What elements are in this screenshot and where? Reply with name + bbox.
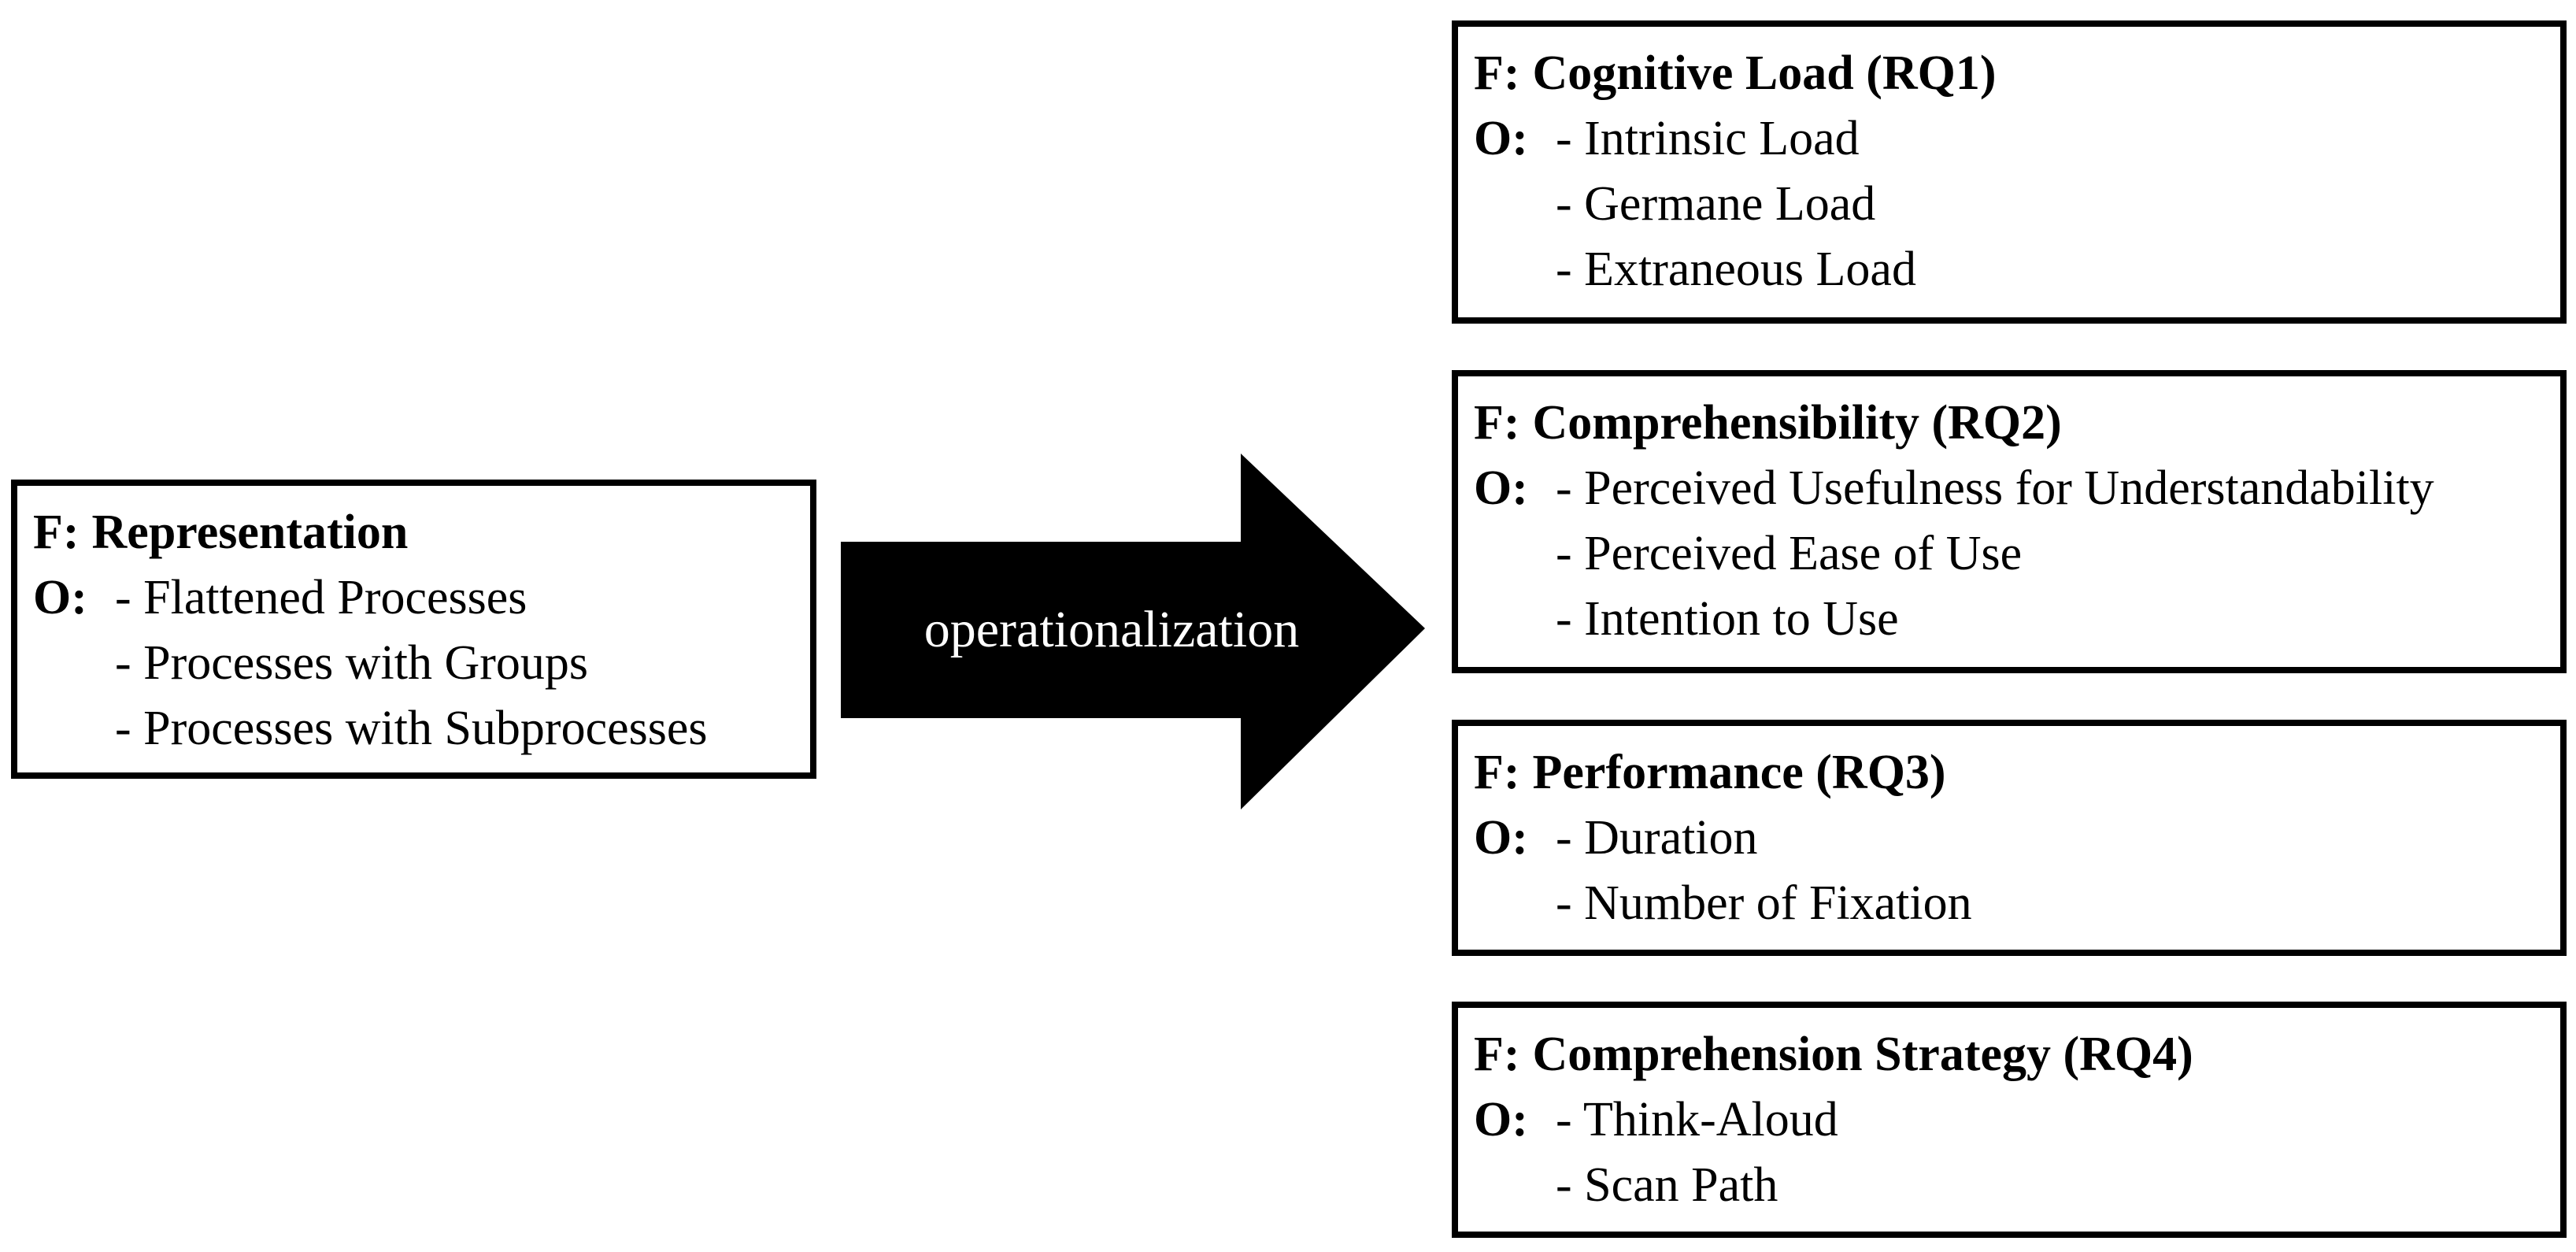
operationalization-prefix: O: (1474, 811, 1528, 865)
performance-content: F: Performance (RQ3) O: - Duration - Num… (1474, 740, 1972, 936)
operationalization-prefix: O: (33, 571, 87, 624)
representation-item-text: - Flattened Processes (115, 571, 527, 624)
cognitive-load-title: Cognitive Load (RQ1) (1532, 46, 1997, 100)
comprehensibility-title: Comprehensibility (RQ2) (1532, 396, 2062, 450)
representation-item: O: - Flattened Processes (33, 565, 708, 631)
arrow-shape (841, 454, 1425, 809)
performance-item: O: - Duration (1474, 806, 1972, 871)
comprehensibility-box: F: Comprehensibility (RQ2) O: - Perceive… (1452, 370, 2567, 673)
comprehensibility-item: O: - Perceived Usefulness for Understand… (1474, 456, 2434, 521)
performance-title: Performance (RQ3) (1532, 746, 1946, 799)
comprehensibility-item-text: - Perceived Ease of Use (1556, 527, 2023, 580)
factor-prefix: F: (33, 506, 80, 559)
comprehension-strategy-item: - Scan Path (1474, 1153, 2193, 1218)
comprehension-strategy-title: Comprehension Strategy (RQ4) (1532, 1028, 2193, 1081)
comprehension-strategy-content: F: Comprehension Strategy (RQ4) O: - Thi… (1474, 1022, 2193, 1218)
factor-prefix: F: (1474, 396, 1520, 450)
cognitive-load-item: O: - Intrinsic Load (1474, 106, 1997, 172)
representation-item: - Processes with Subprocesses (33, 696, 708, 761)
operationalization-prefix: O: (1474, 1093, 1528, 1146)
cognitive-load-box: F: Cognitive Load (RQ1) O: - Intrinsic L… (1452, 20, 2567, 324)
cognitive-load-item: - Germane Load (1474, 172, 1997, 237)
representation-title-line: F: Representation (33, 500, 708, 565)
representation-title: Representation (91, 506, 409, 559)
representation-content: F: Representation O: - Flattened Process… (33, 500, 708, 761)
comprehension-strategy-item-text: - Scan Path (1556, 1158, 1778, 1212)
comprehension-strategy-box: F: Comprehension Strategy (RQ4) O: - Thi… (1452, 1002, 2567, 1238)
comprehension-strategy-title-line: F: Comprehension Strategy (RQ4) (1474, 1022, 2193, 1087)
cognitive-load-item: - Extraneous Load (1474, 237, 1997, 302)
cognitive-load-title-line: F: Cognitive Load (RQ1) (1474, 41, 1997, 106)
comprehension-strategy-item-text: - Think-Aloud (1556, 1093, 1838, 1146)
performance-item-text: - Number of Fixation (1556, 876, 1972, 930)
representation-item: - Processes with Groups (33, 631, 708, 696)
cognitive-load-item-text: - Extraneous Load (1556, 243, 1916, 296)
performance-item-text: - Duration (1556, 811, 1758, 865)
comprehensibility-item-text: - Intention to Use (1556, 592, 1899, 646)
comprehensibility-content: F: Comprehensibility (RQ2) O: - Perceive… (1474, 391, 2434, 652)
comprehensibility-item: - Perceived Ease of Use (1474, 521, 2434, 587)
representation-item-text: - Processes with Groups (115, 636, 588, 690)
comprehensibility-title-line: F: Comprehensibility (RQ2) (1474, 391, 2434, 456)
cognitive-load-item-text: - Intrinsic Load (1556, 112, 1860, 165)
performance-item: - Number of Fixation (1474, 871, 1972, 936)
operationalization-prefix: O: (1474, 461, 1528, 515)
factor-prefix: F: (1474, 1028, 1520, 1081)
factor-prefix: F: (1474, 746, 1520, 799)
comprehensibility-item-text: - Perceived Usefulness for Understandabi… (1556, 461, 2434, 515)
operationalization-label: operationalization (923, 601, 1300, 658)
performance-box: F: Performance (RQ3) O: - Duration - Num… (1452, 720, 2567, 956)
comprehensibility-item: - Intention to Use (1474, 587, 2434, 652)
cognitive-load-content: F: Cognitive Load (RQ1) O: - Intrinsic L… (1474, 41, 1997, 302)
performance-title-line: F: Performance (RQ3) (1474, 740, 1972, 806)
comprehension-strategy-item: O: - Think-Aloud (1474, 1087, 2193, 1153)
operationalization-prefix: O: (1474, 112, 1528, 165)
representation-item-text: - Processes with Subprocesses (115, 702, 708, 755)
representation-box: F: Representation O: - Flattened Process… (11, 480, 816, 779)
factor-prefix: F: (1474, 46, 1520, 100)
cognitive-load-item-text: - Germane Load (1556, 177, 1876, 231)
operationalization-arrow (841, 454, 1425, 809)
